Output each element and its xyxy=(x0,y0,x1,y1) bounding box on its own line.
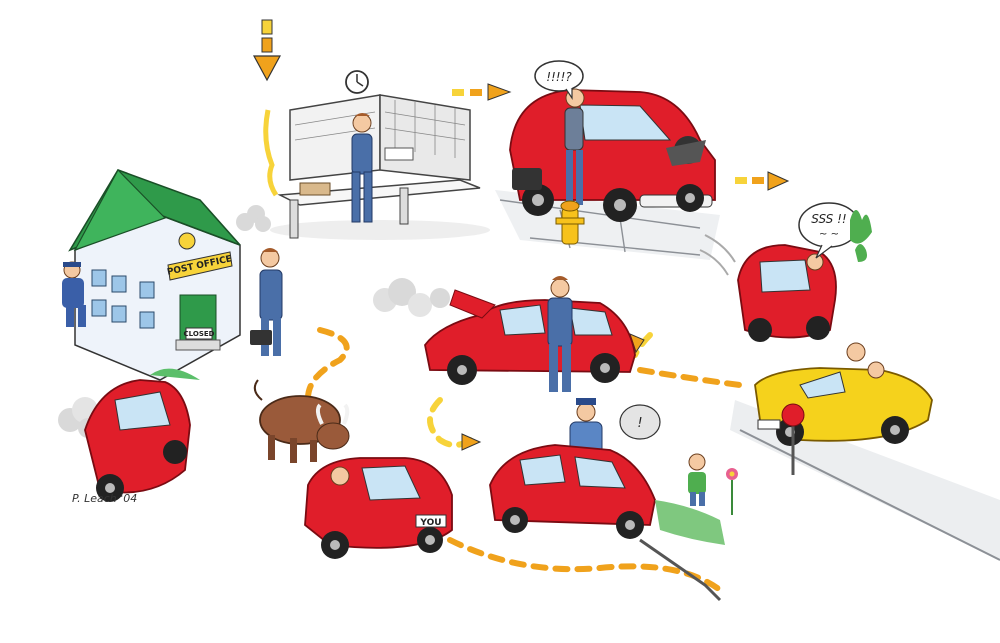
arrow-right-icon xyxy=(452,83,512,101)
mail-sorting-counter xyxy=(270,94,490,240)
mail-carrier-walking xyxy=(62,261,86,327)
frustration-cloud xyxy=(236,205,271,232)
speech-bubble-driver: !!!!? xyxy=(534,60,584,100)
speech-hiss-text: SSS !! xyxy=(811,212,846,226)
artist-signature: P. Leach '04 xyxy=(72,492,137,505)
engine-wreck xyxy=(666,136,706,166)
car-bottom-left xyxy=(84,379,191,502)
yellow-convertible xyxy=(754,342,933,446)
motion-lines xyxy=(699,234,736,276)
speech-bubble-squirrel: ! xyxy=(619,404,661,440)
stop-sign-icon xyxy=(781,403,805,475)
man-standing-center xyxy=(547,276,573,392)
man-with-briefcase xyxy=(250,248,283,356)
clock-icon xyxy=(178,232,196,250)
car-you-plate: YOU xyxy=(304,457,453,559)
plate-you: YOU xyxy=(419,518,441,528)
curb-with-grass xyxy=(639,500,725,602)
exhaust-smoke-center xyxy=(373,278,450,317)
flower-icon xyxy=(726,468,738,515)
speech-squirrel-text: ! xyxy=(637,416,642,431)
car-hissing-driver xyxy=(737,244,837,342)
fire-hydrant-icon xyxy=(555,200,585,245)
car-broken-down xyxy=(509,89,716,222)
alarm-flash xyxy=(263,109,279,197)
speech-bubble-hiss: SSS !! ~ ~ xyxy=(798,202,860,259)
post-office-building: POST OFFICE CLOSED xyxy=(68,168,241,381)
clock-icon xyxy=(345,70,369,94)
speech-hiss-face: ~ ~ xyxy=(819,229,839,240)
speech-driver-text: !!!!? xyxy=(546,70,572,84)
closed-sign: CLOSED xyxy=(184,330,215,338)
postal-worker xyxy=(351,113,373,223)
arrow-down-icon xyxy=(252,19,282,82)
car-police-stop xyxy=(489,444,656,539)
driver-with-briefcase xyxy=(512,88,585,205)
child-standing xyxy=(688,453,706,506)
bull xyxy=(253,379,350,463)
arrow-right-icon xyxy=(735,171,790,191)
arrow-right-icon xyxy=(461,433,482,451)
car-center-hood-open xyxy=(424,289,636,385)
bushes xyxy=(850,210,872,262)
